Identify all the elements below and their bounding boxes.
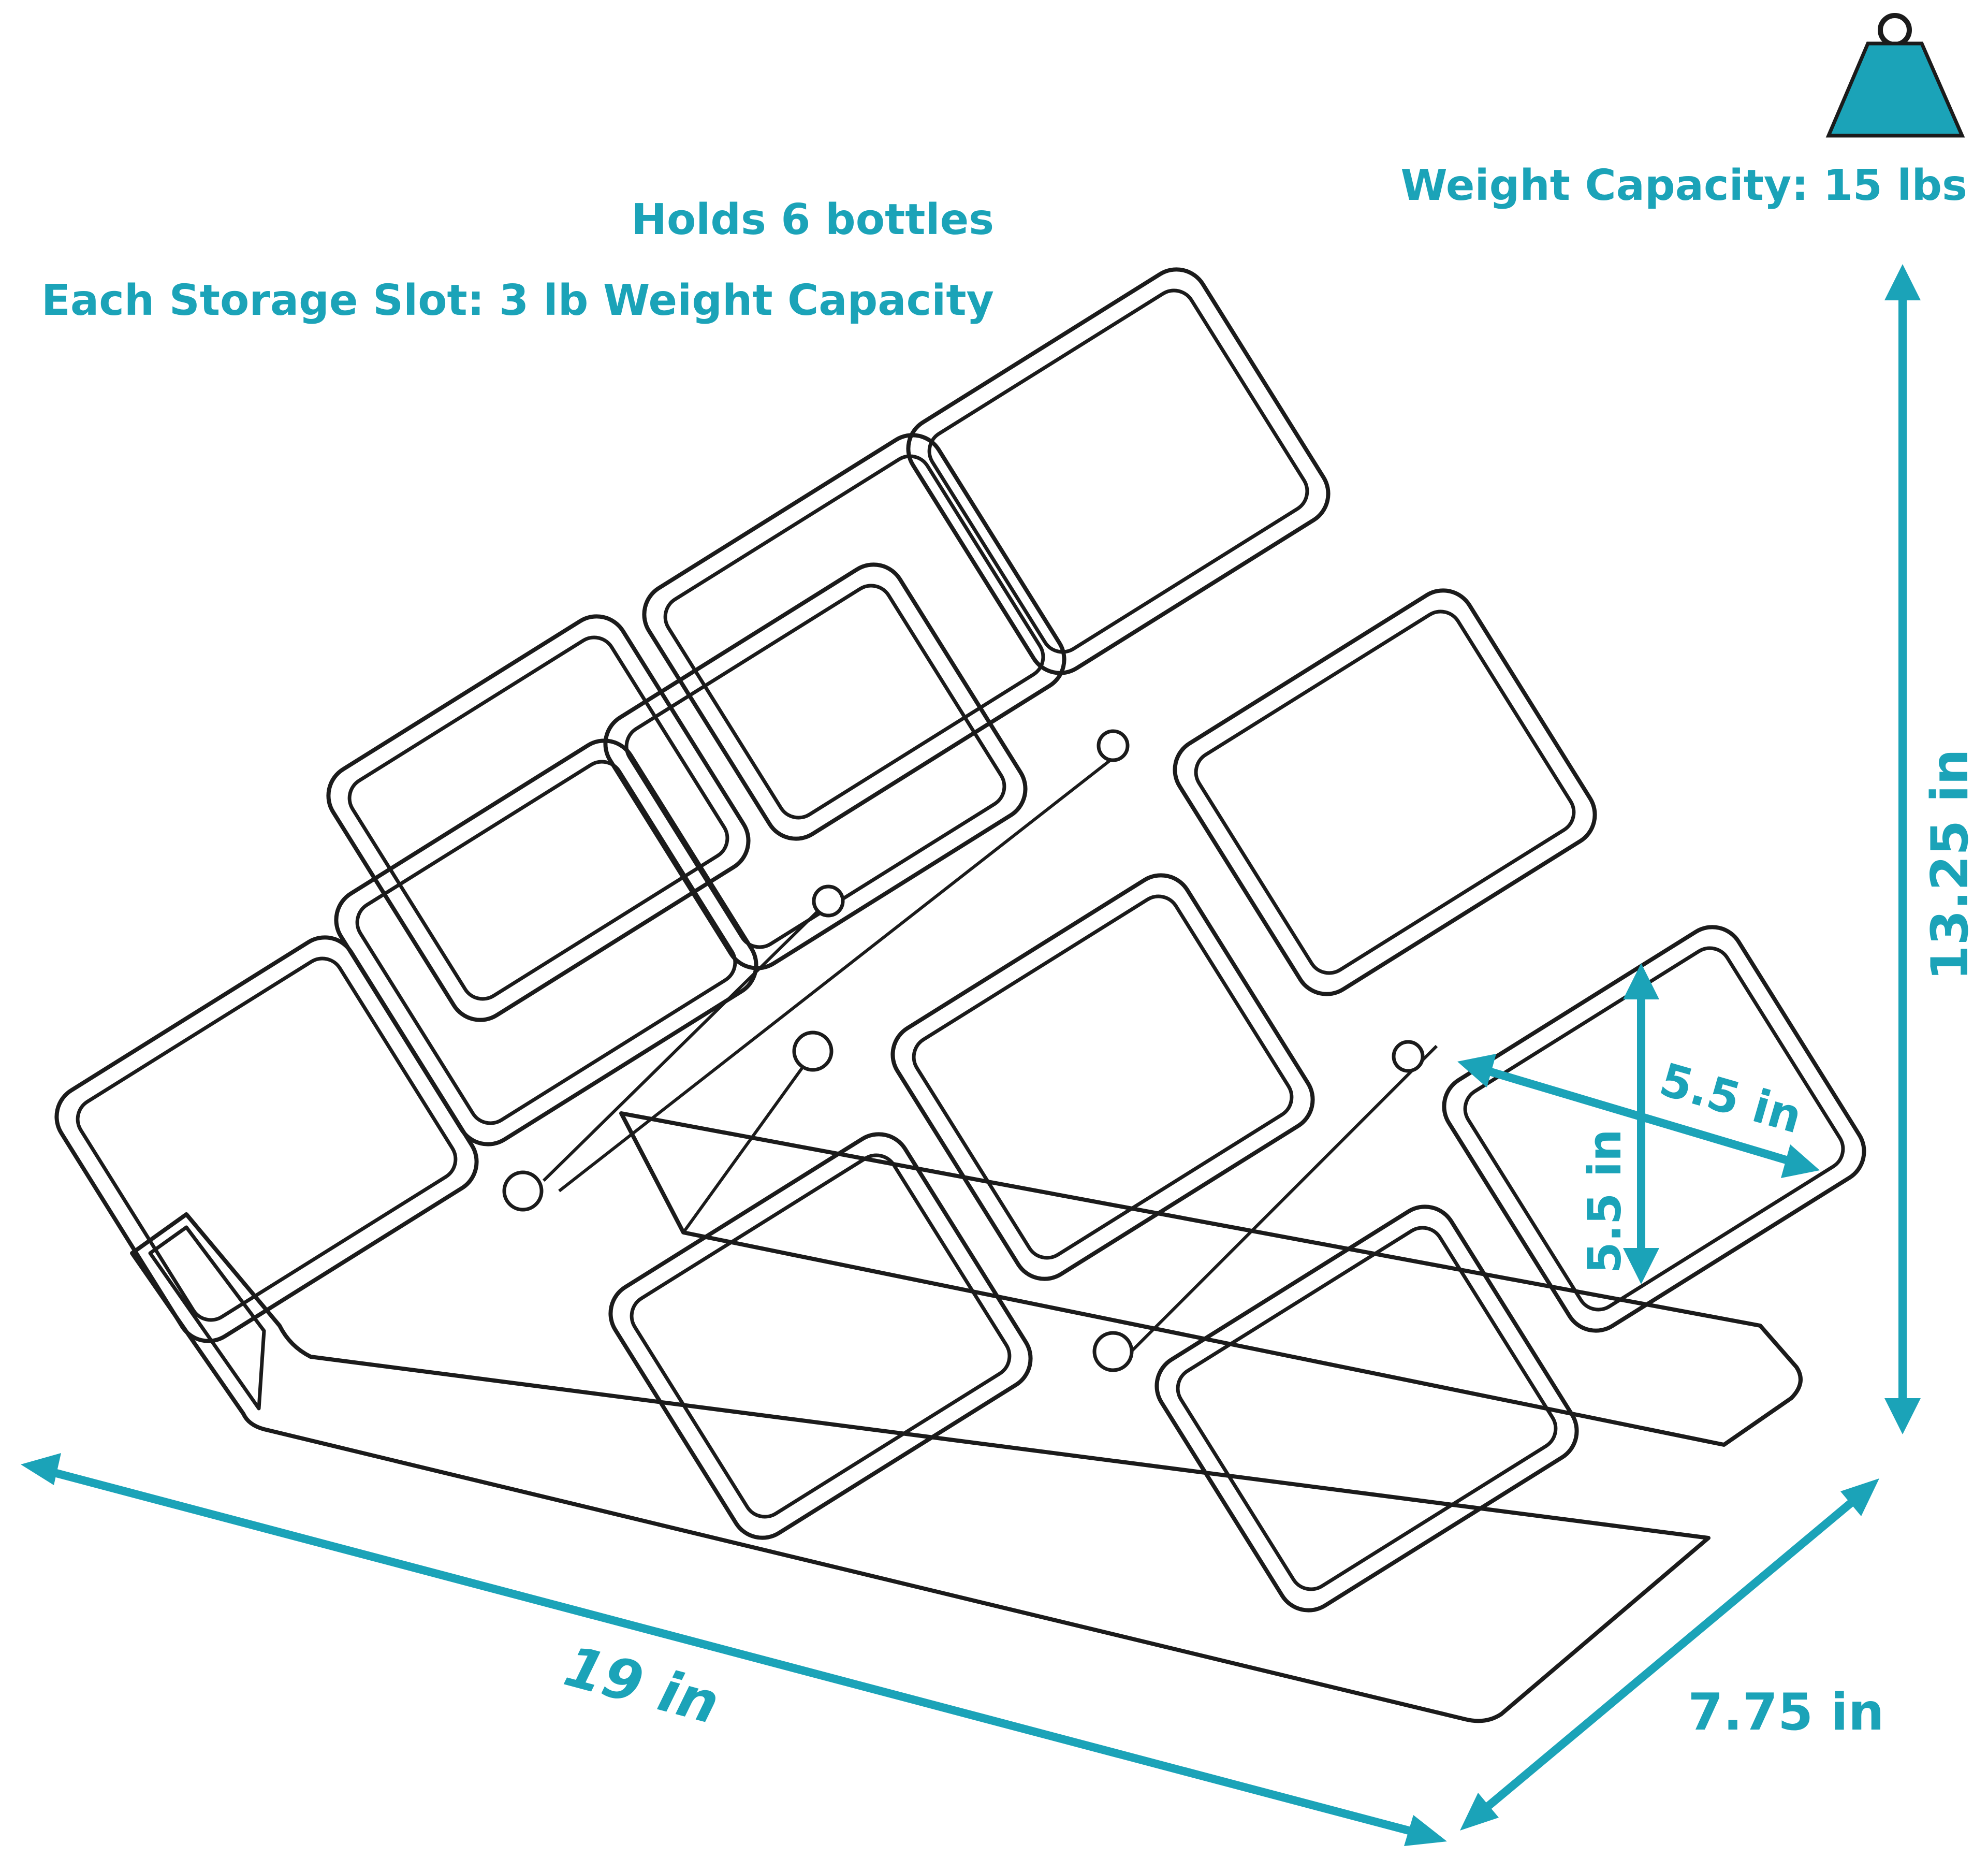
bolt-icon <box>502 1170 544 1212</box>
weight-capacity-label: Weight Capacity: 15 lbs <box>1400 161 1967 210</box>
width-label: 19 in <box>558 1634 726 1737</box>
rack-base <box>130 1111 1803 1723</box>
slot-capacity-label: Each Storage Slot: 3 lb Weight Capacity <box>41 276 994 325</box>
depth-label: 7.75 in <box>1688 1683 1884 1742</box>
rack-frame <box>594 553 1037 980</box>
joint-bolts <box>502 729 1425 1372</box>
rack-frames <box>45 258 1876 1622</box>
holds-bottles-label: Holds 6 bottles <box>631 195 994 244</box>
cross-rods <box>542 754 1438 1358</box>
bolt-icon <box>1392 1040 1425 1073</box>
dimension-width <box>21 1453 1447 1846</box>
rack-frame <box>599 1123 1042 1550</box>
slot-height-label: 5.5 in <box>1578 1129 1631 1273</box>
bolt-icon <box>1092 1331 1134 1372</box>
rack-frame <box>1145 1195 1588 1622</box>
weight-icon <box>1825 13 1965 138</box>
rack-frame <box>1163 579 1606 1006</box>
bolt-icon <box>1097 729 1130 762</box>
height-label: 13.25 in <box>1921 749 1980 980</box>
dimension-height <box>1884 264 1921 1434</box>
bolt-icon <box>792 1030 834 1072</box>
dimension-depth <box>1460 1478 1879 1831</box>
dimension-slot-height <box>1623 963 1659 1284</box>
rack-frame <box>45 926 488 1353</box>
bolt-icon <box>812 884 845 918</box>
